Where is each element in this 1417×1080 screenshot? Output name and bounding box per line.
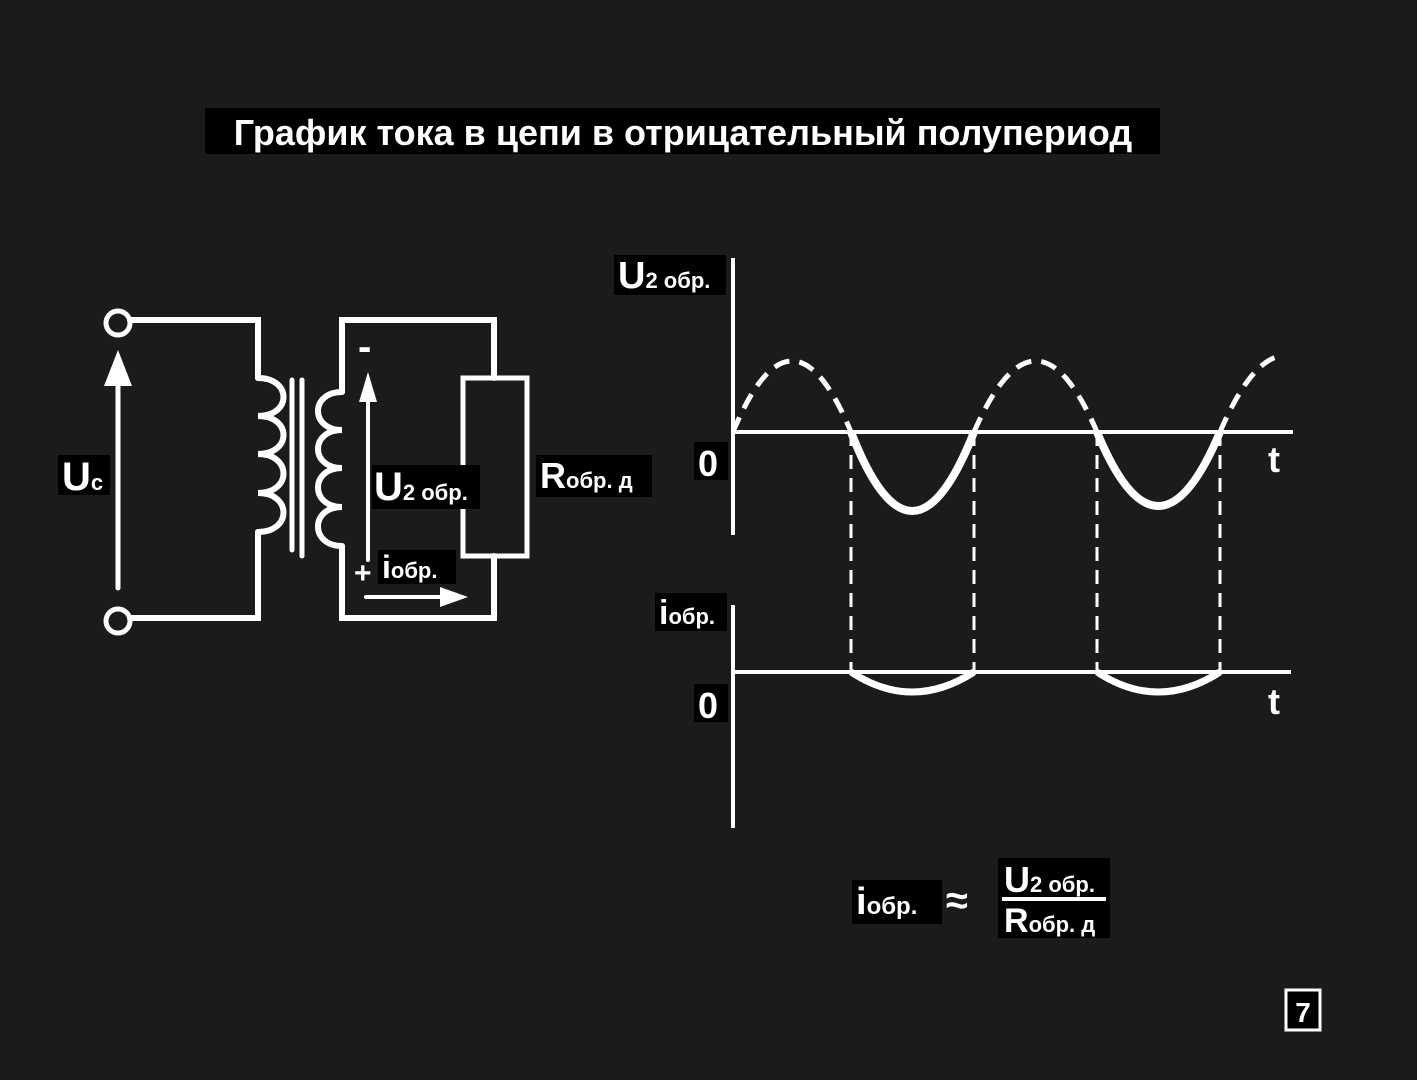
voltage-origin-label: 0 [698, 443, 718, 484]
input-terminal-top [103, 308, 133, 338]
label-uc: Uc [58, 455, 110, 499]
source-voltage-label: U [62, 455, 91, 499]
current-y-label: iобр. [655, 593, 727, 632]
formula-numerator: U [1004, 859, 1030, 900]
source-arrowhead [104, 350, 132, 386]
voltage-graph [730, 258, 1293, 535]
label-i-circuit: iобр. [378, 549, 456, 585]
resistor-sub: обр. д [566, 468, 633, 493]
svg-text:Rобр. д: Rобр. д [1004, 902, 1095, 940]
formula-denominator-sub: обр. д [1029, 912, 1096, 937]
title-group: График тока в цепи в отрицательный полуп… [205, 108, 1160, 154]
svg-text:iобр.: iобр. [382, 549, 437, 585]
formula-denominator: R [1004, 902, 1029, 940]
label-u2-circuit: U2 обр. [372, 465, 480, 509]
svg-text:U2 обр.: U2 обр. [374, 465, 468, 509]
formula-lhs-sub: обр. [867, 893, 918, 920]
formula-approx: ≈ [946, 879, 968, 923]
formula-lhs: i [856, 881, 867, 923]
current-graph [731, 432, 1291, 828]
voltage-x-label: t [1268, 439, 1280, 480]
source-voltage-sub: c [91, 470, 103, 495]
formula-numerator-sub: 2 обр. [1030, 872, 1095, 897]
voltage-negative-halfwave [847, 430, 1224, 515]
voltage-positive-halfwave-dashed [730, 353, 1281, 434]
voltage-y-label: U2 обр. [614, 255, 726, 297]
svg-text:Rобр. д: Rобр. д [540, 455, 633, 496]
formula: iобр. ≈ U2 обр. Rобр. д [852, 858, 1110, 940]
current-arrowhead [440, 587, 468, 607]
plus-sign: + [354, 557, 372, 590]
secondary-voltage-label: U [374, 465, 403, 509]
current-pulses [849, 669, 1222, 696]
resistor-label: R [540, 455, 566, 496]
current-x-label: t [1268, 681, 1280, 722]
secondary-arrowhead [359, 372, 377, 402]
secondary-wire [339, 317, 497, 621]
minus-sign: - [358, 325, 371, 369]
page-title: График тока в цепи в отрицательный полуп… [234, 112, 1133, 153]
svg-text:iобр.: iобр. [856, 881, 917, 923]
current-y-label-sub: обр. [668, 604, 715, 629]
current-origin-label: 0 [698, 685, 718, 726]
circuit-arrowheads [104, 350, 468, 607]
voltage-y-label-sub: 2 обр. [645, 268, 710, 293]
current-sub: обр. [391, 558, 438, 583]
svg-text:Uc: Uc [62, 455, 103, 499]
current-label: i [382, 549, 391, 585]
label-r-circuit: Rобр. д [536, 455, 652, 497]
projection-lines-dashed [849, 432, 1222, 672]
primary-wire [127, 317, 261, 621]
secondary-winding [315, 389, 345, 549]
page-number: 7 [1295, 997, 1311, 1028]
primary-winding [255, 375, 287, 535]
svg-text:U2 обр.: U2 обр. [1004, 859, 1095, 900]
input-terminal-bottom [103, 606, 133, 636]
page-number-badge: 7 [1284, 988, 1322, 1032]
current-y-label-main: i [659, 594, 668, 632]
svg-text:iобр.: iобр. [659, 594, 715, 632]
svg-text:U2 обр.: U2 обр. [618, 255, 710, 297]
secondary-voltage-sub: 2 обр. [403, 480, 468, 505]
voltage-y-label-main: U [618, 255, 645, 297]
